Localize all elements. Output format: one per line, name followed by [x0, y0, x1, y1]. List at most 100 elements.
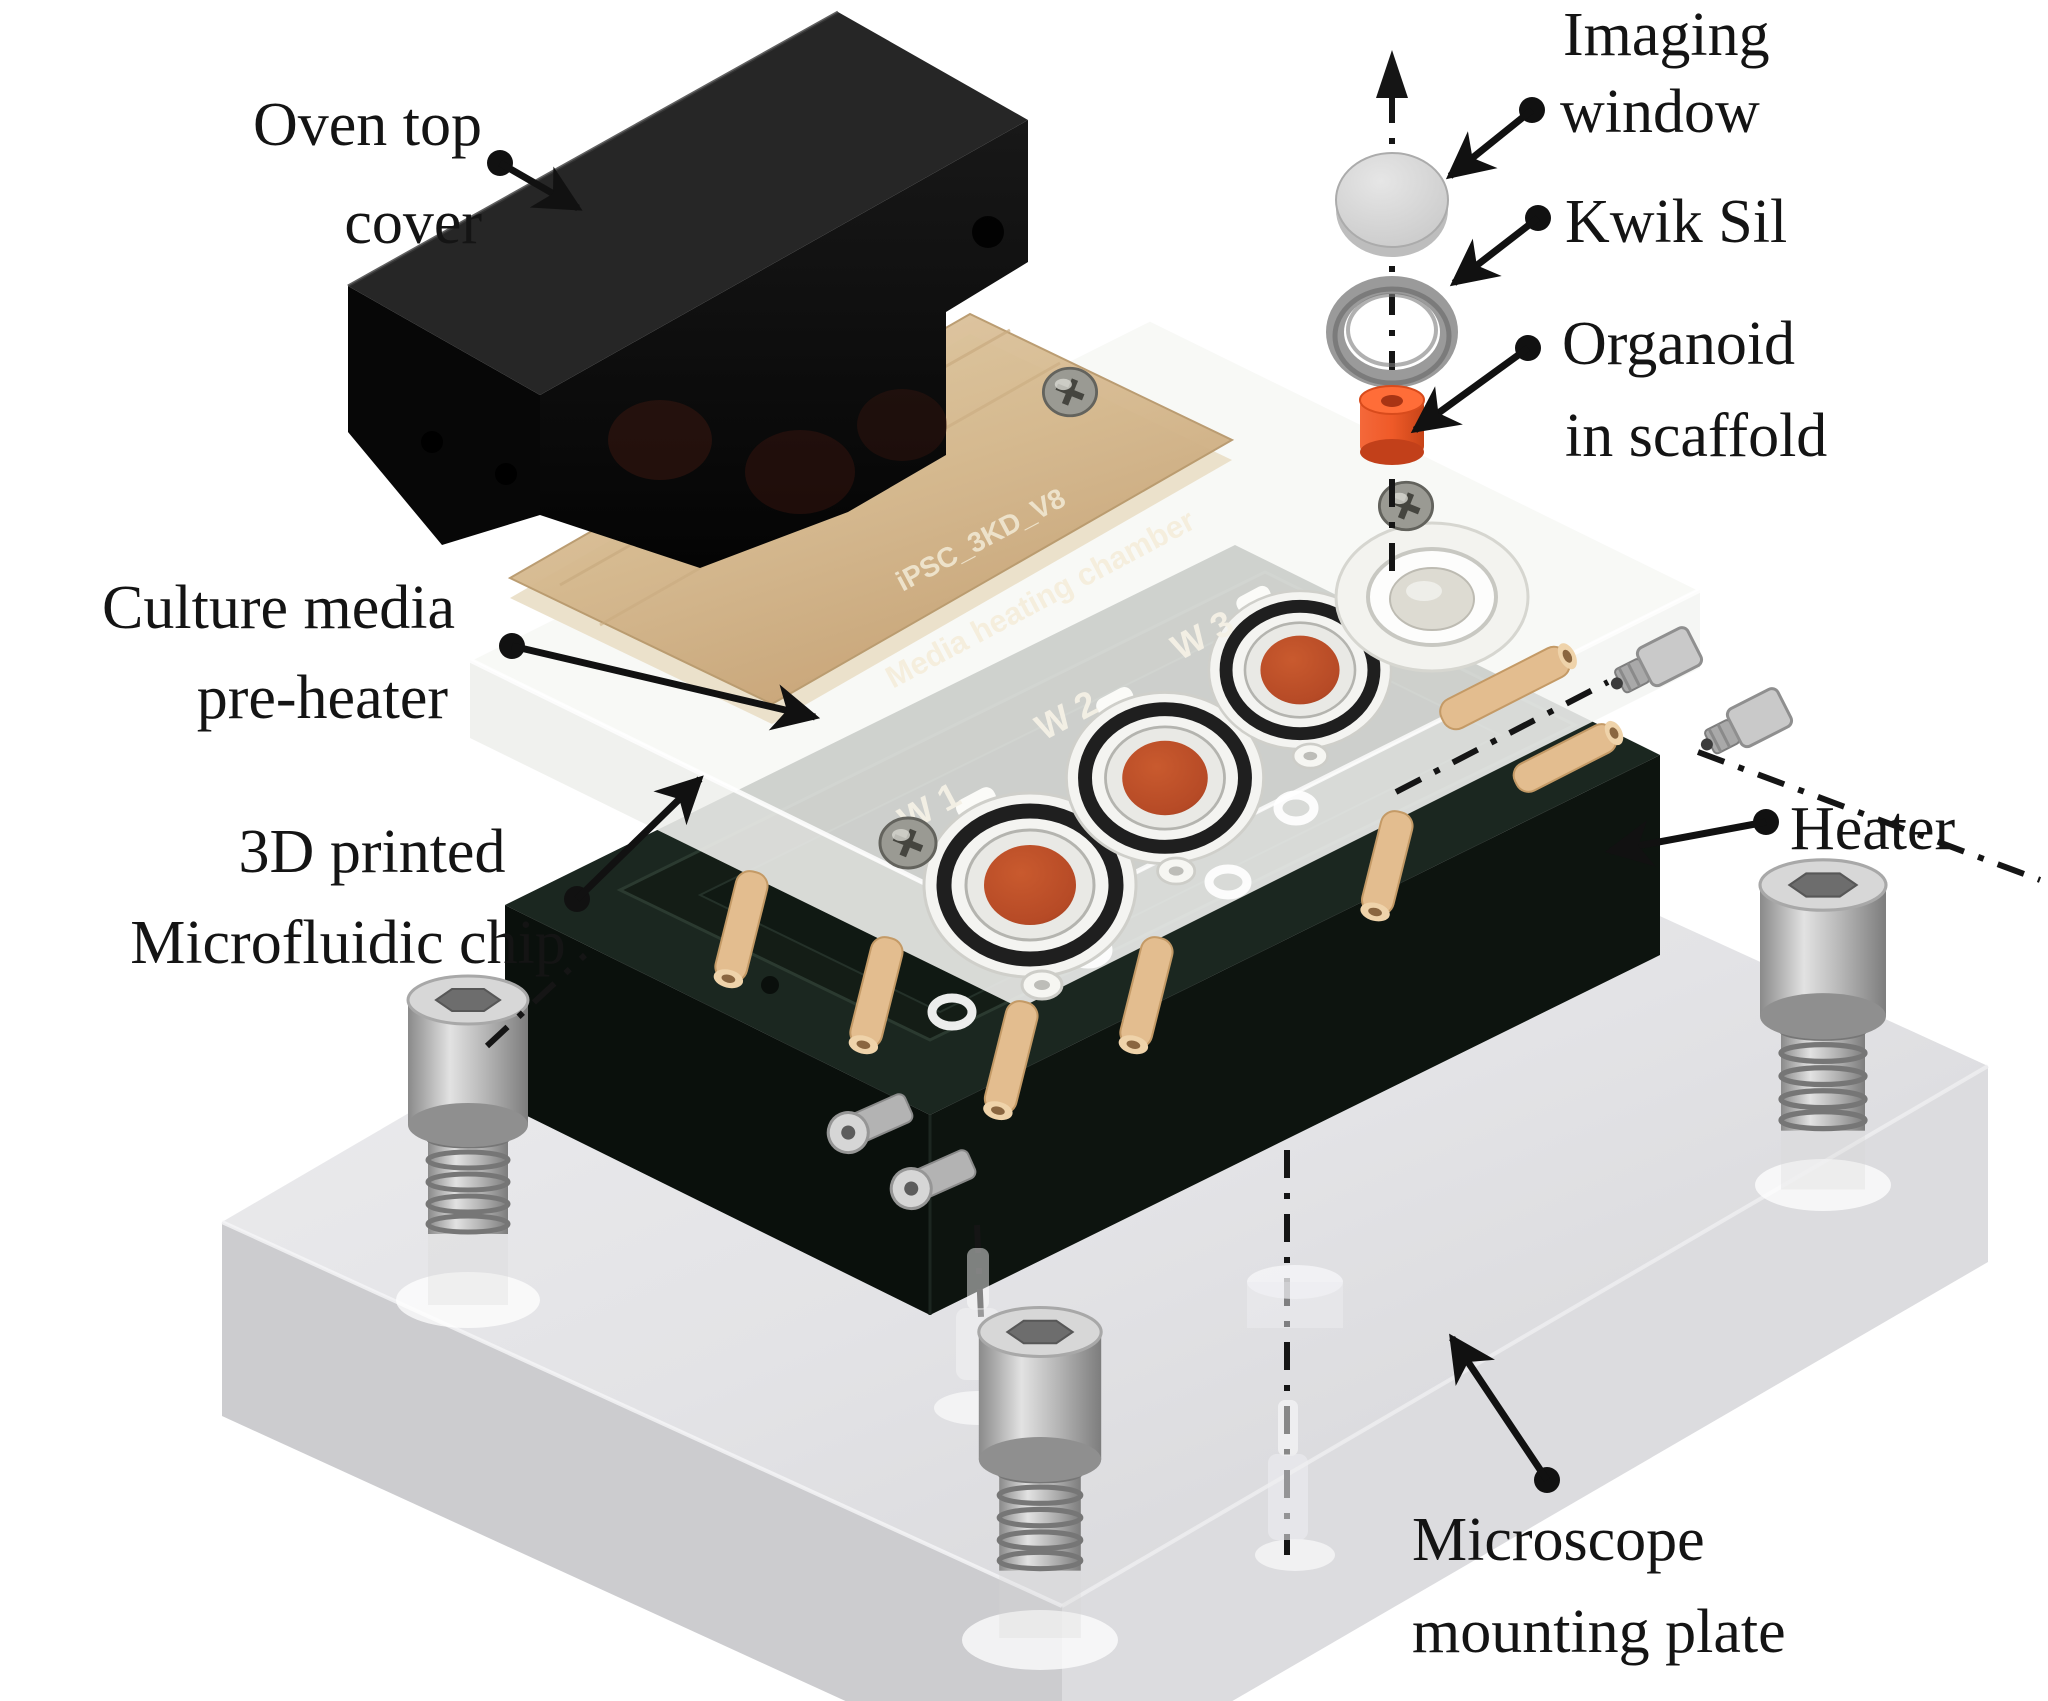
well-bore-highlight [1406, 581, 1442, 601]
scaffold-bottom [1360, 439, 1424, 465]
leader-oven-cover [487, 150, 583, 212]
chip-front-left-face [470, 660, 1020, 1008]
screw-head-bottom [408, 1103, 528, 1147]
screw-head-bottom [1760, 993, 1886, 1040]
scaffold-center-hole [1381, 395, 1403, 407]
ring-inner-edge [1346, 293, 1438, 367]
label-mounting-plate-line2: mounting plate [1412, 1598, 1786, 1666]
screw-ghost-thread [428, 1230, 508, 1305]
leader-arrows [487, 97, 1779, 1493]
screw-threads [425, 1127, 511, 1235]
cover-reflection-1 [608, 400, 712, 480]
plate-bore-glow-center [962, 1610, 1118, 1670]
well-2 [1065, 687, 1265, 886]
cover-top-face [348, 12, 1028, 395]
plate-bore-glow-right [1755, 1159, 1891, 1211]
socket-screw-bottom [977, 1305, 1103, 1638]
ring-shadow-edge [1332, 286, 1452, 386]
tube-5 [1360, 810, 1414, 922]
alignment-line-left [484, 952, 588, 1049]
port-fitting-1 [1610, 626, 1704, 694]
well-oring [1078, 702, 1252, 854]
tube-2 [848, 936, 904, 1055]
well-oring [1219, 599, 1381, 741]
hex-socket-icon [1005, 1319, 1075, 1345]
well-eyelet-hole [1303, 751, 1318, 761]
leader-imaging-window [1445, 97, 1545, 180]
cover-ridge-highlight [347, 10, 839, 288]
cover-reflection-3 [857, 389, 947, 461]
heater-screw-1 [826, 1093, 914, 1155]
imaging-window-disc [1335, 152, 1449, 257]
hex-socket-icon [1787, 872, 1859, 898]
label-pre-heater-line1: Culture media [102, 574, 455, 642]
cover-left-flange [348, 286, 540, 545]
label-kwik-sil: Kwik Sil [1565, 188, 1787, 256]
well-media [984, 845, 1076, 925]
tube-1 [713, 870, 769, 989]
text-labels: Oven top cover Imaging window Kwik Sil O… [102, 1, 1956, 1666]
oven-top-cover [347, 10, 1028, 568]
well-media [1260, 635, 1340, 705]
chip-tubes [713, 643, 1624, 1121]
well-eyelet-hole [1034, 980, 1050, 990]
chip-front-right-face [1020, 590, 1700, 1008]
cover-flange-hole-1 [421, 431, 443, 453]
cover-reflection-2 [745, 430, 855, 514]
label-chip-line2: Microfluidic chip [130, 909, 566, 977]
tube-4 [1118, 936, 1174, 1055]
label-oven-cover-line1: Oven top [253, 91, 482, 159]
well-media [1122, 740, 1208, 816]
phillips-screw-1 [878, 816, 938, 870]
alignment-line-fitting-1 [1394, 679, 1610, 795]
cover-hole [972, 216, 1004, 248]
label-mounting-plate-line1: Microscope [1412, 1506, 1705, 1574]
screw-head-bottom [978, 1437, 1102, 1482]
label-imaging-window-line1: Imaging [1563, 1, 1770, 69]
well-1 [922, 787, 1138, 1001]
tube-3 [983, 1000, 1039, 1121]
well-oring [936, 803, 1124, 967]
plate-edge-highlight-2 [1060, 1064, 1990, 1608]
label-imaging-window-line2: window [1560, 78, 1760, 146]
alignment-line-fitting-2 [1696, 749, 2042, 883]
heater-hole [761, 976, 779, 994]
leader-pre-heater [499, 633, 821, 731]
heater-left-face [505, 905, 930, 1315]
leader-mounting-plate [1449, 1333, 1560, 1493]
screw-ghost-thread [999, 1566, 1081, 1638]
kwik-sil-ring [1326, 276, 1458, 388]
ghost-screw-b [1247, 1265, 1343, 1540]
plate-bore-glow-b [1255, 1539, 1335, 1571]
hex-socket-icon [434, 988, 502, 1012]
label-chip-line1: 3D printed [239, 818, 506, 886]
screw-ghost-thread [1781, 1126, 1865, 1190]
cover-flange-hole-2 [495, 463, 517, 485]
well-eyelet-hole [1168, 866, 1184, 876]
port-fitting-2 [1700, 687, 1794, 755]
phillips-screw-3 [1377, 480, 1435, 532]
plate-edge-highlight [221, 1220, 1063, 1608]
tube-right-1 [1439, 643, 1577, 731]
tube-right-2 [1512, 720, 1624, 793]
label-pre-heater-line2: pre-heater [197, 664, 449, 732]
plate-bore-glow-left [396, 1272, 540, 1328]
leader-kwik-sil [1449, 205, 1551, 287]
organoid-scaffold [1359, 385, 1425, 465]
well-4-empty [1334, 521, 1530, 673]
microfluidic-chip [466, 318, 1704, 1008]
leader-chip [564, 775, 704, 912]
leader-heater [1604, 809, 1779, 867]
heater-right-face [930, 755, 1660, 1315]
pre-heater-plate: iPSC_3KD_V8 Media heating chamber [507, 312, 1235, 724]
socket-screw-right [1758, 858, 1888, 1190]
axis-arrow-up-icon [1376, 50, 1408, 98]
disc-face [1335, 152, 1449, 248]
mounting-plate-left-face [222, 1222, 1062, 1701]
leader-organoid [1410, 335, 1541, 434]
label-organoid-line2: in scaffold [1565, 402, 1827, 470]
label-oven-cover-line2: cover [344, 189, 482, 257]
heater-screw-2 [889, 1149, 977, 1211]
